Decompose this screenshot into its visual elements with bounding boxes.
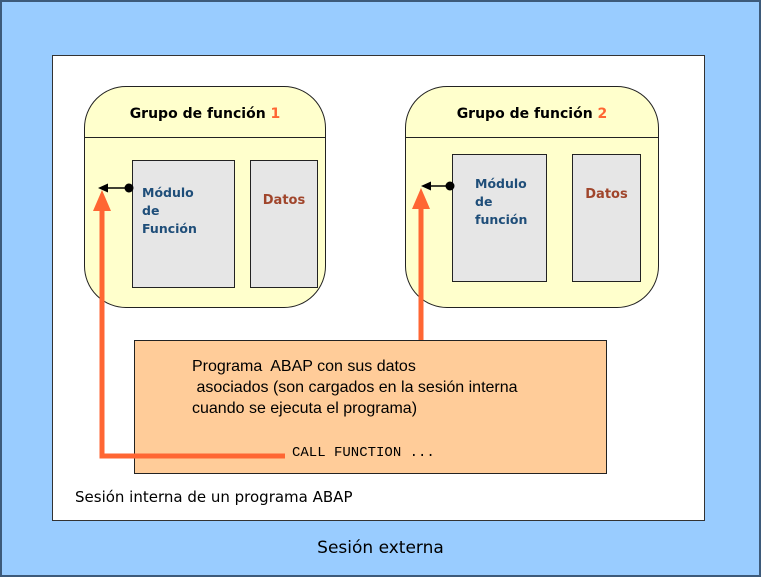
function-module-label-2: Módulo de función [475,176,528,227]
outer-session-label: Sesión externa [317,538,444,558]
function-group-1: Grupo de función 1 Módulo de Función Dat… [84,86,326,308]
function-group-2: Grupo de función 2 Módulo de función Dat… [405,86,659,308]
data-label-1: Datos [262,193,306,208]
module-entry-marker-2 [421,181,455,191]
function-group-1-number: 1 [270,106,281,122]
data-box-1: Datos [250,160,318,288]
function-module-box-2: Módulo de función [452,154,547,282]
function-group-1-header: Grupo de función 1 [85,87,325,138]
call-arrow-1 [93,190,285,459]
abap-program-description: Programa ABAP con sus datos asociados (s… [192,358,518,417]
data-box-2: Datos [572,154,641,282]
inner-session-label: Sesión interna de un programa ABAP [75,488,353,506]
function-module-label-1: Módulo de Función [142,185,197,236]
function-group-2-title: Grupo de función 2 [456,106,608,122]
call-arrow-2 [412,188,430,340]
function-group-2-number: 2 [597,106,608,122]
function-group-1-title: Grupo de función 1 [129,106,281,122]
abap-program-box: Programa ABAP con sus datos asociados (s… [134,340,607,474]
function-group-2-header: Grupo de función 2 [406,87,658,138]
function-module-box-1: Módulo de Función [132,160,235,288]
data-label-2: Datos [585,187,628,202]
call-function-statement: CALL FUNCTION ... [292,445,435,461]
module-entry-marker-1 [98,183,134,193]
